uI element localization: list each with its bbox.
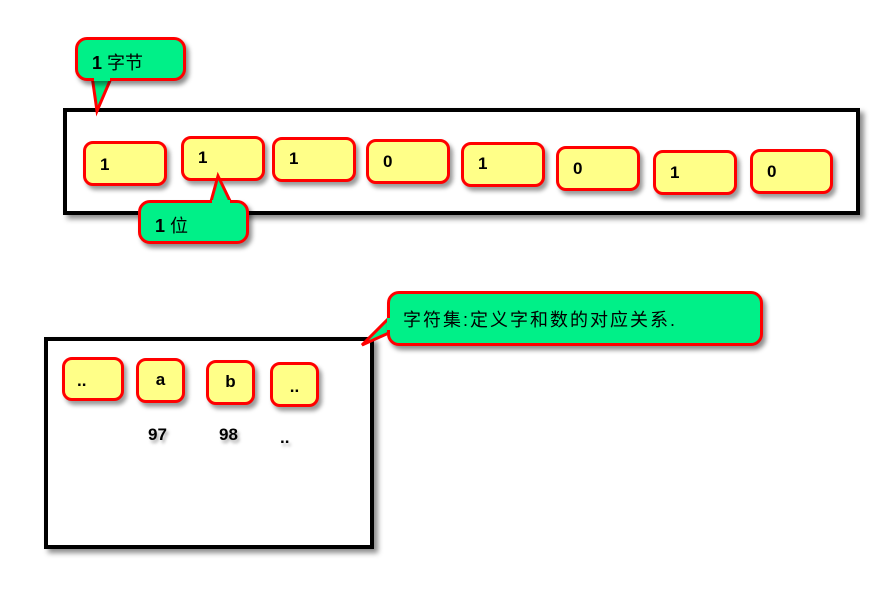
- byte-callout-number: 1: [92, 53, 103, 73]
- char-box: ..: [270, 362, 319, 407]
- char-code: 98: [219, 425, 238, 444]
- bit-value: 1: [289, 149, 299, 168]
- byte-callout-label: 字节: [107, 53, 144, 73]
- bit-value: 1: [670, 163, 680, 182]
- char-box: b: [206, 360, 255, 405]
- char-value: a: [155, 370, 166, 389]
- bit-box: 1: [461, 142, 545, 187]
- bit-callout-label: 位: [170, 216, 189, 236]
- bit-callout-number: 1: [155, 216, 166, 236]
- bit-value: 0: [573, 159, 583, 178]
- char-box: a: [136, 358, 185, 403]
- bit-box: 0: [366, 139, 450, 184]
- bit-value: 0: [383, 152, 393, 171]
- bit-box: 0: [750, 149, 833, 194]
- bit-box: 0: [556, 146, 640, 191]
- bit-box: 1: [181, 136, 265, 181]
- charset-callout: 字符集:定义字和数的对应关系.: [387, 291, 763, 346]
- char-value: ..: [77, 371, 87, 390]
- bit-box: 1: [83, 141, 167, 186]
- char-code: 97: [148, 425, 167, 444]
- char-box: ..: [62, 357, 124, 401]
- bit-value: 1: [198, 148, 208, 167]
- bit-box: 1: [653, 150, 737, 195]
- bit-box: 1: [272, 137, 356, 182]
- char-value: ..: [289, 377, 300, 396]
- charset-callout-text: 字符集:定义字和数的对应关系.: [403, 310, 678, 330]
- bit-callout: 1 位: [138, 200, 249, 244]
- bit-value: 0: [767, 162, 777, 181]
- char-code: ..: [280, 428, 290, 447]
- byte-callout: 1 字节: [75, 37, 186, 81]
- bit-value: 1: [100, 155, 110, 174]
- char-value: b: [225, 372, 236, 391]
- bit-value: 1: [478, 154, 488, 173]
